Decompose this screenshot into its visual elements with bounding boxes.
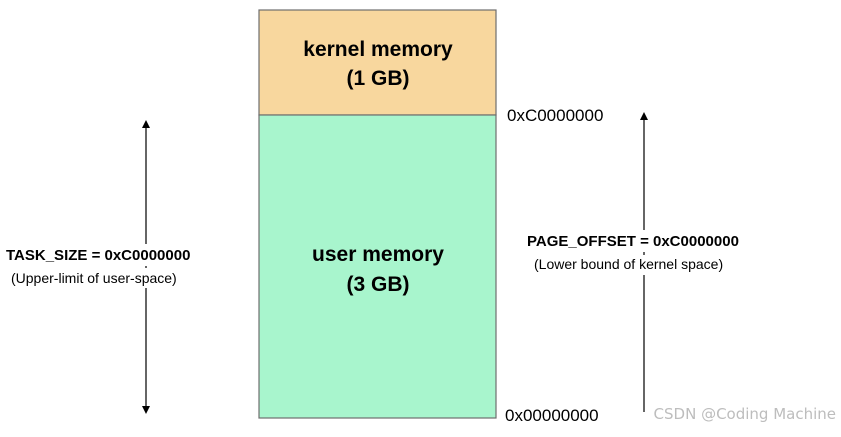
page-offset-title: PAGE_OFFSET = 0xC0000000 bbox=[527, 233, 739, 250]
user-memory-region bbox=[258, 114, 497, 419]
page-offset-note: (Lower bound of kernel space) bbox=[534, 256, 723, 272]
task-size-title: TASK_SIZE = 0xC0000000 bbox=[6, 247, 190, 264]
kernel-memory-size: (1 GB) bbox=[347, 67, 410, 90]
watermark-text: CSDN @Coding Machine bbox=[654, 405, 836, 423]
user-memory-label: user memory bbox=[312, 243, 444, 266]
boundary-address-label: 0xC0000000 bbox=[507, 106, 603, 125]
user-memory-size: (3 GB) bbox=[347, 273, 410, 296]
kernel-memory-label: kernel memory bbox=[303, 38, 453, 61]
kernel-memory-region bbox=[258, 9, 497, 116]
task-size-note: (Upper-limit of user-space) bbox=[11, 270, 177, 286]
base-address-label: 0x00000000 bbox=[505, 406, 599, 425]
